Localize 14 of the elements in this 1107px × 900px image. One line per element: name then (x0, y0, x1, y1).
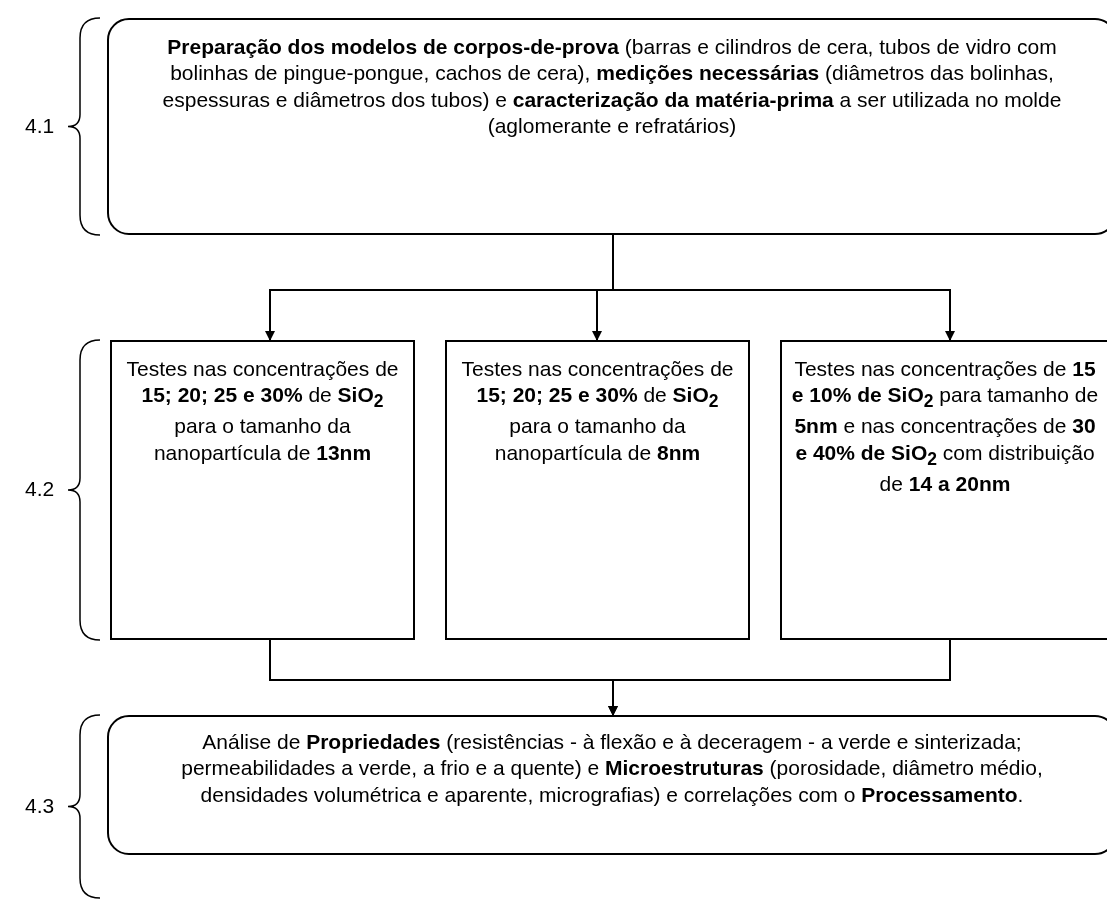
section-number: 4.1 (25, 113, 55, 138)
rounded-box (107, 18, 1107, 235)
node-text: Testes nas concentrações de 15; 20; 25 e 30% de SiO$_{2}$ para o tamanho da nanopartícula de 8nm (460, 356, 735, 466)
section-number: 4.2 (25, 477, 55, 501)
process-box (780, 340, 1107, 640)
section-number: 4.3 (25, 793, 55, 818)
connector-arrow (608, 639, 951, 716)
node-text: Preparação dos modelos de corpos-de-prova (barras e cilindros de cera, tubos de vidro com bolinhas de pingue-pongue, cachos de cera), medições necessárias (diâmetros das bolinhas, espessuras e diâmetros dos tubos) e caracterização da matéria-prima a ser utilizada no molde (aglomerante e refratários) (161, 34, 1063, 139)
process-box (110, 340, 415, 640)
rounded-box (107, 715, 1107, 855)
node-text: Análise de Propriedades (resistências - à flexão e à deceragem - a verde e sinterizada; permeabilidades a verde, a frio e a quente) e Microestruturas (porosidade, diâmetro médio, densidades volumétrica e aparente, micrografias) e correlações com o Processamento. (180, 729, 1044, 808)
process-box (445, 340, 750, 640)
node-text: Testes nas concentrações de 15 e 10% de SiO$_{2}$ para tamanho de 5nm e nas concentrações de 30 e 40% de SiO$_{2}$ com distribuição de 14 a 20nm (790, 356, 1100, 497)
node-text: Testes nas concentrações de 15; 20; 25 e 30% de SiO$_{2}$ para o tamanho da nanopartícula de 13nm (125, 356, 400, 466)
